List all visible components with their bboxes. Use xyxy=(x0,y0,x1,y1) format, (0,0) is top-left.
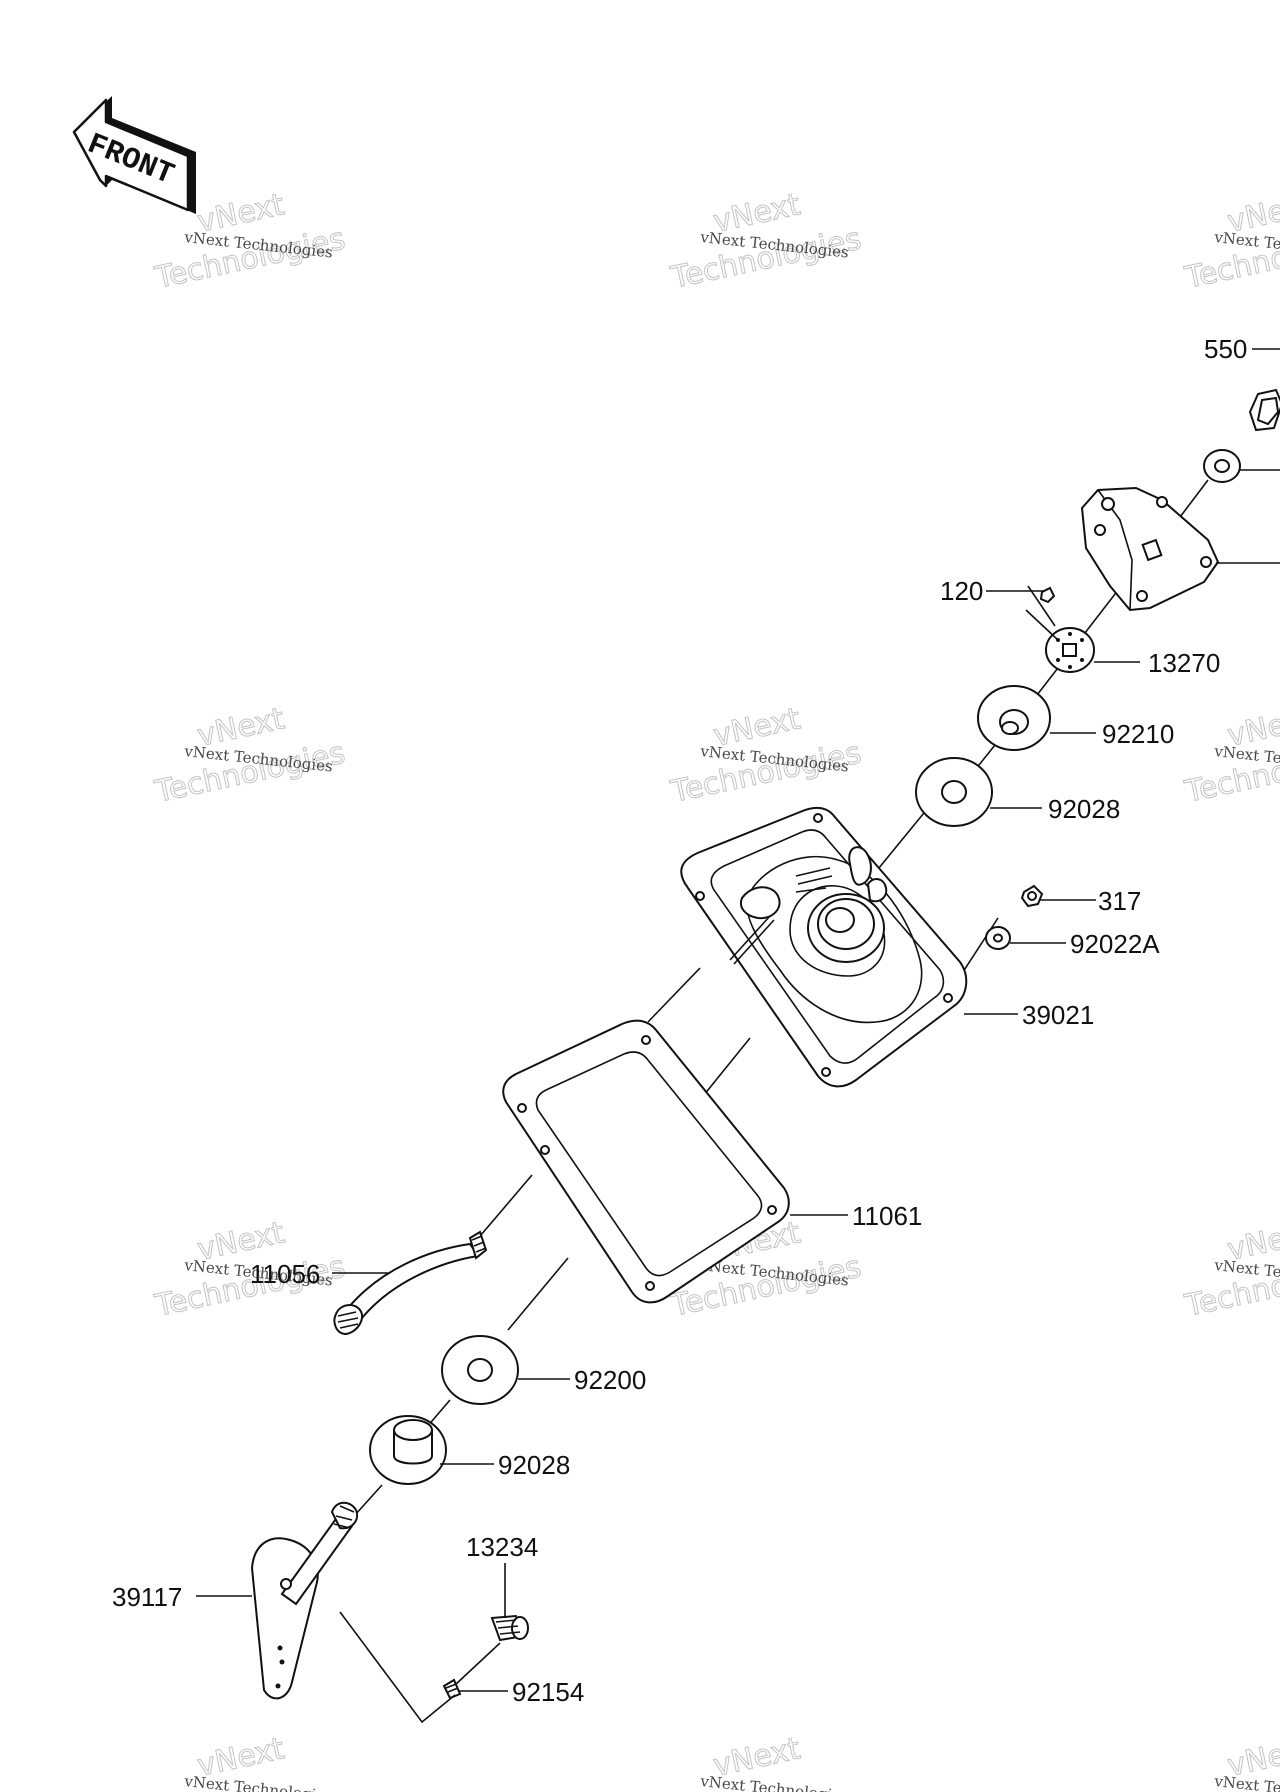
callout-120: 120 xyxy=(940,576,983,606)
part-550-nut xyxy=(1248,388,1280,432)
callout-39117: 39117 xyxy=(112,1582,182,1612)
callout-92210: 92210 xyxy=(1102,719,1174,749)
watermark: vNext Technologies vNext Technologies xyxy=(151,701,349,811)
leader-lines xyxy=(196,348,1280,1724)
part-92154-bolt xyxy=(442,1678,462,1700)
watermark: vNext vNext Technologies xyxy=(183,1731,334,1792)
callout-92200: 92200 xyxy=(574,1365,646,1395)
part-11056-spring xyxy=(333,1230,488,1336)
part-92200-washer xyxy=(441,1335,519,1405)
front-arrow-icon: FRONT xyxy=(72,96,196,214)
callout-92022A: 92022A xyxy=(1070,929,1160,959)
callout-11061: 11061 xyxy=(852,1201,922,1231)
callout-39021: 39021 xyxy=(1022,1000,1094,1030)
callout-92028-upper: 92028 xyxy=(1048,794,1120,824)
watermark: vNext Technologies vNext Technologies xyxy=(1181,187,1280,297)
part-317-nut xyxy=(1020,884,1044,908)
part-92022A-washer xyxy=(985,926,1011,950)
part-washer-upper xyxy=(1203,449,1241,483)
callout-13234: 13234 xyxy=(466,1532,538,1562)
callout-317: 317 xyxy=(1098,886,1141,916)
callout-labels: 550 120 13270 92210 92028 317 92022A 390… xyxy=(112,334,1247,1707)
callout-92154: 92154 xyxy=(512,1677,584,1707)
watermark: vNext Technologies vNext Technologies xyxy=(667,701,865,811)
part-92028-bushing-lower xyxy=(369,1415,447,1485)
part-bracket-upper xyxy=(1080,486,1220,612)
part-120-bolt xyxy=(1039,586,1056,604)
part-11061-gasket xyxy=(502,1019,790,1304)
part-92210-cap xyxy=(977,685,1051,751)
watermark: vNext Technologies vNext Technologies xyxy=(667,187,865,297)
svg-text:vNext Technologies: vNext Technologies xyxy=(699,1772,850,1792)
svg-text:vNext Technologies: vNext Technologies xyxy=(1213,1772,1280,1792)
part-13234-fitting xyxy=(490,1614,529,1642)
watermark: vNext Technologies vNext Technologies xyxy=(1181,701,1280,811)
callout-550: 550 xyxy=(1204,334,1247,364)
part-92028-washer-upper xyxy=(915,757,993,827)
watermark: vNext Technologies vNext Technologies xyxy=(1181,1215,1280,1325)
svg-text:vNext Technologies: vNext Technologies xyxy=(183,1772,334,1792)
part-39021-housing xyxy=(680,806,968,1088)
callout-13270: 13270 xyxy=(1148,648,1220,678)
watermark: vNext vNext Technologies xyxy=(1213,1731,1280,1792)
callout-11056: 11056 xyxy=(250,1259,320,1289)
part-39117-lever xyxy=(250,1501,358,1700)
callout-92028-lower: 92028 xyxy=(498,1450,570,1480)
watermark: vNext vNext Technologies xyxy=(699,1731,850,1792)
